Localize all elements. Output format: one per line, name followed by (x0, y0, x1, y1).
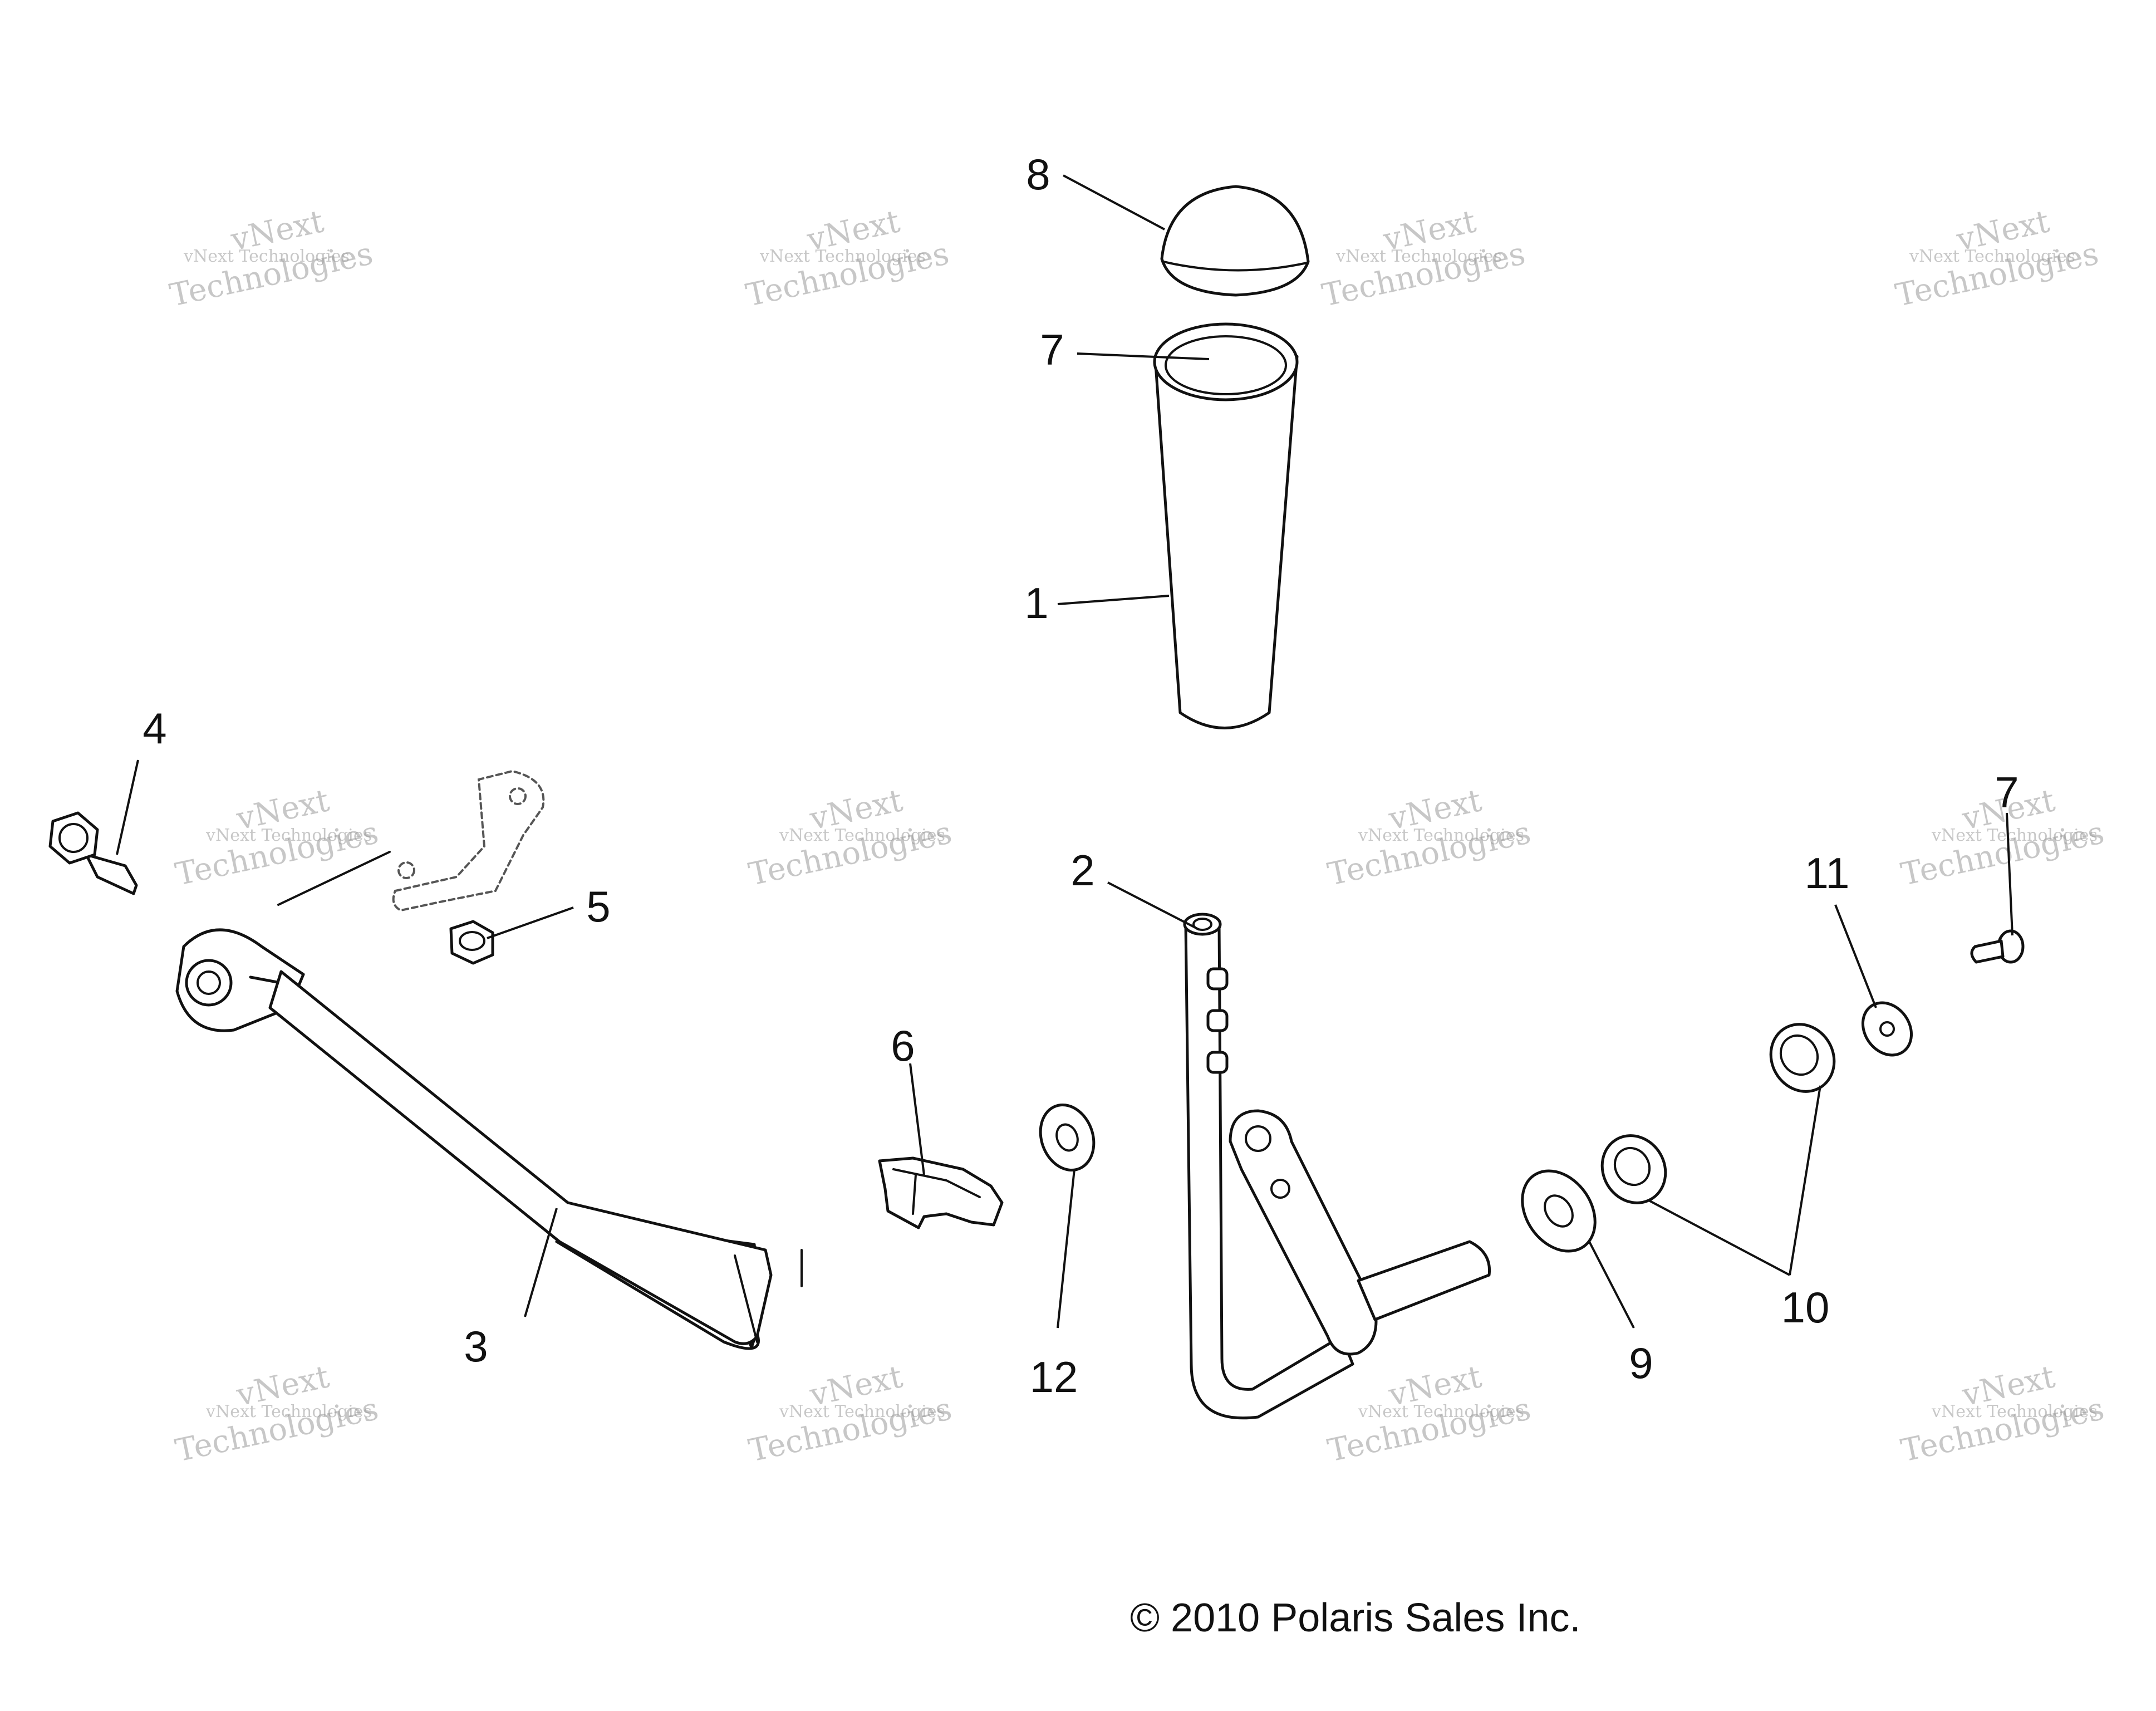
watermark: vNext Technologies vNext Technologies (1324, 1359, 1534, 1469)
watermark-small-text: vNext Technologies (1931, 826, 2098, 845)
callout-labels: 8 7 1 4 5 2 11 7 6 3 12 9 10 (143, 150, 2019, 1401)
watermark: vNext Technologies vNext Technologies (1892, 203, 2101, 314)
watermark: vNext Technologies vNext Technologies (172, 782, 381, 893)
watermark: vNext Technologies vNext Technologies (1898, 1359, 2107, 1469)
part-5-nut (449, 920, 494, 965)
watermark: vNext Technologies vNext Technologies (1324, 782, 1534, 893)
watermark: vNext Technologies vNext Technologies (743, 203, 952, 314)
part-6-clip (878, 1156, 1004, 1229)
callout-11: 11 (1805, 849, 1850, 898)
part-10-bushing-a (1600, 1134, 1667, 1204)
part-12-washer (1039, 1103, 1096, 1172)
watermark-layer: vNext Technologies vNext Technologies vN… (166, 203, 2107, 1469)
part-10-bushing-b (1769, 1023, 1836, 1093)
watermark-small-text: vNext Technologies (1335, 247, 1502, 266)
part-7-screw-right (1970, 929, 2025, 964)
callout-4: 4 (143, 704, 166, 753)
watermark-small-text: vNext Technologies (1358, 1402, 1524, 1421)
watermark: vNext Technologies vNext Technologies (166, 203, 376, 314)
reference-bracket (277, 769, 545, 912)
callout-8: 8 (1026, 150, 1050, 199)
callout-2: 2 (1070, 846, 1094, 895)
callout-5: 5 (586, 882, 610, 931)
part-11-washer (1861, 1001, 1913, 1057)
leader-lines (116, 174, 2013, 1328)
callout-1: 1 (1024, 578, 1048, 627)
callout-9: 9 (1629, 1339, 1653, 1388)
callout-6: 6 (891, 1021, 915, 1070)
watermark: vNext Technologies vNext Technologies (745, 782, 955, 893)
watermark-small-text: vNext Technologies (779, 826, 945, 845)
watermark-small-text: vNext Technologies (205, 1402, 372, 1421)
part-3-shift-rod (175, 928, 803, 1350)
watermark-small-text: vNext Technologies (1931, 1402, 2098, 1421)
watermark: vNext Technologies vNext Technologies (172, 1359, 381, 1469)
watermark-small-text: vNext Technologies (759, 247, 926, 266)
part-1-shift-knob (1153, 322, 1299, 729)
callout-12: 12 (1030, 1352, 1078, 1401)
watermark-small-text: vNext Technologies (1909, 247, 2075, 266)
callout-7-right: 7 (1995, 768, 2019, 817)
callout-3: 3 (464, 1322, 488, 1371)
watermark-small-text: vNext Technologies (1358, 826, 1524, 845)
watermark-small-text: vNext Technologies (205, 826, 372, 845)
watermark-small-text: vNext Technologies (183, 247, 350, 266)
part-9-washer (1521, 1169, 1597, 1253)
part-2-shift-lever (1183, 913, 1491, 1420)
part-8-knob-cap (1160, 185, 1310, 297)
watermark: vNext Technologies vNext Technologies (1319, 203, 1528, 314)
callout-7-top: 7 (1040, 325, 1064, 374)
watermark: vNext Technologies vNext Technologies (745, 1359, 955, 1469)
part-4-bolt (48, 811, 138, 895)
copyright-text: © 2010 Polaris Sales Inc. (1130, 1596, 1580, 1640)
callout-10: 10 (1781, 1283, 1830, 1332)
watermark-small-text: vNext Technologies (779, 1402, 945, 1421)
